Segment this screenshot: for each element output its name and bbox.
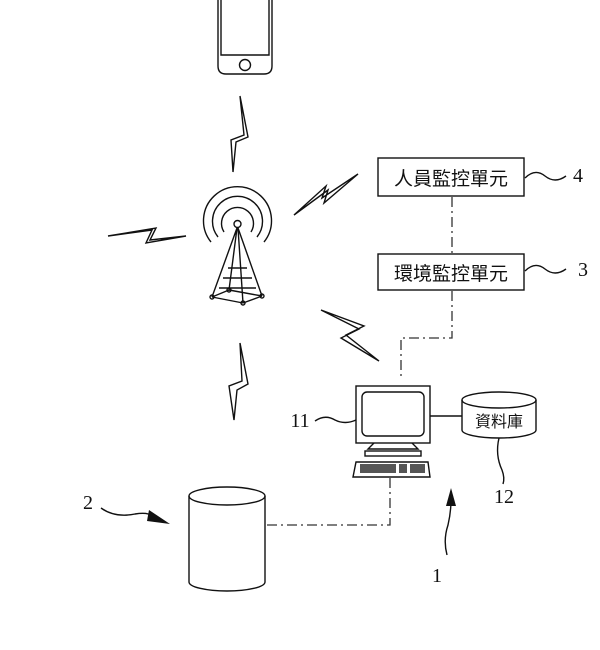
ref-11: 11 <box>290 410 309 432</box>
computer-icon <box>355 385 431 457</box>
keyboard-icon <box>352 461 431 478</box>
wireless-link-icon <box>107 227 187 244</box>
personnel-monitor-unit: 人員監控單元 <box>377 157 525 197</box>
ref-4: 4 <box>573 165 583 187</box>
wireless-link-icon <box>230 95 249 173</box>
database-label: 資料庫 <box>475 412 523 431</box>
ref-1: 1 <box>432 565 442 587</box>
environment-monitor-unit: 環境監控單元 <box>377 253 525 291</box>
wireless-link-icon <box>320 309 380 362</box>
ref-2: 2 <box>83 492 93 514</box>
cylinder-storage-icon <box>188 486 266 592</box>
smartphone-icon <box>217 0 273 75</box>
personnel-monitor-label: 人員監控單元 <box>394 168 508 190</box>
environment-monitor-label: 環境監控單元 <box>394 263 508 285</box>
cell-tower-icon <box>202 186 273 306</box>
ref-12: 12 <box>494 486 514 508</box>
database-icon: 資料庫 <box>461 391 537 439</box>
wireless-link-icon <box>293 173 359 216</box>
wireless-link-icon <box>228 342 249 421</box>
ref-3: 3 <box>578 259 588 281</box>
